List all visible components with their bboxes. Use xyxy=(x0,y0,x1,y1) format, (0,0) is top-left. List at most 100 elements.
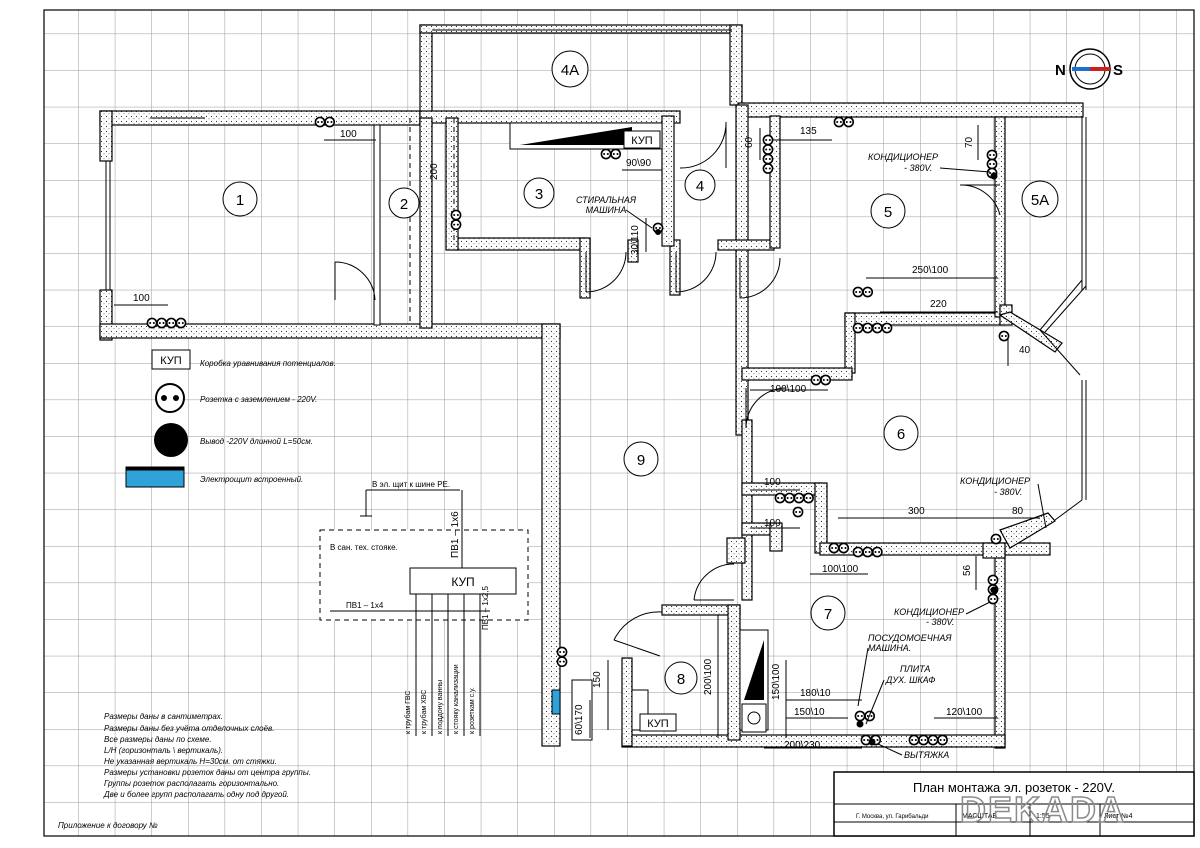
socket-groups xyxy=(146,116,1010,746)
dim-180-10: 180\10 xyxy=(800,688,831,699)
dishwasher-label-2: МАШИНА. xyxy=(868,643,911,653)
socket-icon xyxy=(908,734,920,746)
stove-label-1: ПЛИТА xyxy=(900,664,930,674)
socket-icon xyxy=(820,374,832,386)
socket-icon xyxy=(862,546,874,558)
title-block: План монтажа эл. розеток - 220V. Г. Моск… xyxy=(833,771,1195,837)
panel-icon-plan xyxy=(551,689,561,715)
socket-icon xyxy=(852,546,864,558)
note-8: Две и более групп располагать одну под д… xyxy=(103,790,289,799)
schematic-top-label: В эл. щит к шине РЕ. xyxy=(372,480,450,489)
dim-100-100-mid: 100\100 xyxy=(770,384,807,395)
room-1-label: 1 xyxy=(222,181,258,217)
legend-socket: Розетка с заземлением - 220V. xyxy=(155,383,317,413)
socket-icon xyxy=(862,286,874,298)
socket-icon xyxy=(784,492,795,504)
note-7: Группы розеток располагать горизонтально… xyxy=(104,779,279,788)
socket-icon xyxy=(556,656,568,668)
socket-icon xyxy=(762,163,774,174)
room-6-label: 6 xyxy=(883,415,919,451)
schematic-cable-main: ПВ1 – 1х6 xyxy=(450,511,461,558)
note-6: Размеры установки розеток даны от центра… xyxy=(104,768,311,777)
socket-icon xyxy=(450,219,462,231)
room-7-label: 7 xyxy=(810,595,846,631)
socket-icon xyxy=(165,317,177,329)
schematic-cable-left: ПВ1 – 1х4 xyxy=(346,601,384,610)
ac-room5-label-2: - 380V. xyxy=(904,163,932,173)
svg-text:Электрощит встроенный.: Электрощит встроенный. xyxy=(200,475,303,484)
socket-icon xyxy=(843,116,855,128)
dim-220: 220 xyxy=(930,299,947,310)
ac-room7-label-2: - 380V. xyxy=(926,617,954,627)
room-5a-label: 5A xyxy=(1021,180,1059,218)
socket-icon xyxy=(862,322,874,334)
svg-text:6: 6 xyxy=(897,426,905,443)
hood-label: ВЫТЯЖКА xyxy=(904,750,949,760)
svg-text:Вывод -220V длинной L=50см.: Вывод -220V длинной L=50см. xyxy=(200,437,313,446)
socket-icon xyxy=(610,148,622,160)
dim-300: 300 xyxy=(908,506,925,517)
socket-icon xyxy=(927,734,939,746)
socket-icon xyxy=(828,542,840,554)
svg-text:4: 4 xyxy=(696,178,704,195)
kup-schematic: В сан. тех. стояке. В эл. щит к шине РЕ.… xyxy=(319,480,529,736)
dim-30-110: 30\110 xyxy=(630,225,641,255)
dim-56: 56 xyxy=(962,564,973,576)
room-2-label: 2 xyxy=(388,187,420,219)
schematic-cable-right: ПВ1 – 1х2,5 xyxy=(481,585,490,630)
socket-icon xyxy=(987,593,999,605)
note-3: Все размеры даны по схеме. xyxy=(104,735,212,744)
doors xyxy=(334,121,1001,657)
socket-icon xyxy=(810,374,822,386)
socket-icon xyxy=(852,286,864,298)
dim-120-100: 120\100 xyxy=(946,707,983,718)
legend-panel: Электрощит встроенный. xyxy=(125,466,303,488)
cable-output-icon xyxy=(990,172,998,180)
cable-output-icon xyxy=(990,586,998,594)
legend-kup: КУП Коробка уравнивания потенциалов. xyxy=(151,349,336,370)
branch-5: к розеткам с.у. xyxy=(469,687,476,734)
svg-text:4A: 4A xyxy=(561,62,579,79)
room-4-label: 4 xyxy=(684,169,716,201)
svg-text:КУП: КУП xyxy=(647,718,669,730)
dim-200-v: 200 xyxy=(429,163,440,180)
dim-200-100: 200\100 xyxy=(703,658,714,695)
socket-icon xyxy=(793,492,805,504)
socket-icon xyxy=(762,153,774,165)
cable-output-icon xyxy=(655,229,661,235)
socket-icon xyxy=(762,144,774,155)
socket-icon xyxy=(986,149,998,161)
socket-icon xyxy=(937,734,948,746)
socket-icon xyxy=(990,533,1002,545)
dim-90-90: 90\90 xyxy=(626,158,651,169)
dim-100-b: 100 xyxy=(764,518,781,529)
socket-icon xyxy=(556,646,568,658)
room-3-label: 3 xyxy=(523,177,555,209)
cable-output-icon xyxy=(868,738,876,746)
stove-label-2: ДУХ. ШКАФ xyxy=(885,675,935,685)
kup-box-room3: КУП xyxy=(623,130,661,149)
socket-icon xyxy=(838,542,850,554)
socket-icon xyxy=(854,710,866,722)
socket-icon xyxy=(998,330,1010,342)
note-5: Не указанная вертикаль H=30см. от стяжки… xyxy=(104,757,277,766)
socket-icon xyxy=(881,322,893,334)
socket-icon xyxy=(762,134,774,146)
title-block-title: План монтажа эл. розеток - 220V. xyxy=(913,780,1115,795)
svg-text:9: 9 xyxy=(637,452,645,469)
title-block-sheet: Лист №4 xyxy=(1104,813,1133,820)
ac-room5-label-1: КОНДИЦИОНЕР xyxy=(868,152,938,162)
washer-label-1: СТИРАЛЬНАЯ xyxy=(576,195,637,205)
title-block-address: Г. Москва, ул. Гарибальди xyxy=(856,814,928,820)
room-8-label: 8 xyxy=(664,661,698,695)
watermark: DEKADA xyxy=(960,789,1126,830)
branch-2: к трубам ХВС xyxy=(420,690,428,734)
cable-output-icon xyxy=(856,720,864,728)
socket-icon xyxy=(803,492,814,504)
title-block-scale-label: МАСШТАБ xyxy=(962,813,998,820)
note-4: L/H (горизонталь \ вертикаль). xyxy=(104,746,223,755)
socket-icon xyxy=(146,317,158,329)
dim-60: 60 xyxy=(744,136,755,148)
ac-room6-label-2: - 380V. xyxy=(994,487,1022,497)
socket-icon xyxy=(833,116,845,128)
